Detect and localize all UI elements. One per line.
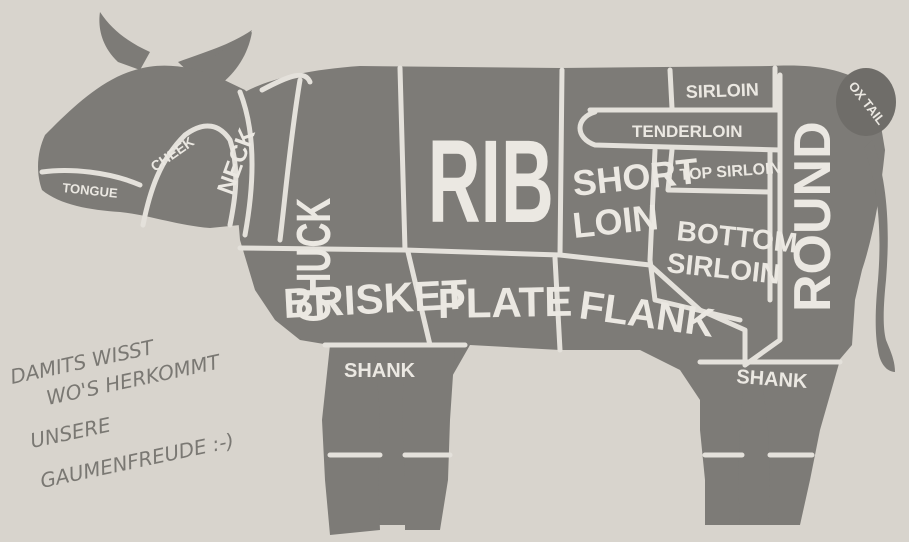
- label-shank-front: SHANK: [344, 360, 416, 382]
- note-line-3: UNSERE: [28, 412, 113, 452]
- label-round: ROUND: [784, 121, 842, 312]
- label-plate: PLATE: [437, 278, 572, 327]
- label-tenderloin: TENDERLOIN: [632, 122, 743, 141]
- horn-left: [99, 12, 150, 70]
- handwritten-note: DAMITS WISST WO'S HERKOMMT UNSERE GAUMEN…: [8, 335, 236, 493]
- label-sirloin: SIRLOIN: [685, 79, 759, 102]
- label-rib: RIB: [428, 115, 554, 247]
